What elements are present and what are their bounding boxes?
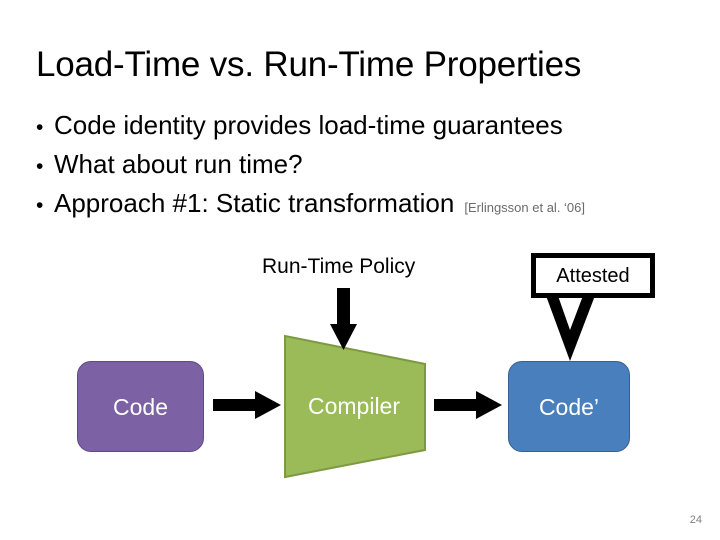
bullet-icon: • xyxy=(36,155,44,178)
list-item: • Approach #1: Static transformation [Er… xyxy=(30,184,710,223)
callout-attested-label: Attested xyxy=(556,264,630,287)
compiler-trapezoid xyxy=(284,334,426,479)
bullet-text: What about run time? xyxy=(54,149,303,179)
list-item: • Code identity provides load-time guara… xyxy=(30,106,710,145)
bullet-icon: • xyxy=(36,194,44,217)
node-code-label: Code xyxy=(113,393,168,420)
run-time-policy-label: Run-Time Policy xyxy=(262,255,416,278)
arrow-code-to-compiler xyxy=(213,391,281,419)
bullet-icon: • xyxy=(36,116,44,139)
citation-reference: [Erlingsson et al. ‘06] xyxy=(464,200,586,215)
node-codeprime-label: Code’ xyxy=(538,393,600,420)
callout-attested[interactable]: Attested xyxy=(531,253,655,298)
node-compiler-label: Compiler xyxy=(307,393,401,419)
arrow-policy-to-compiler xyxy=(330,288,357,350)
bullet-list: • Code identity provides load-time guara… xyxy=(30,106,710,223)
list-item: • What about run time? xyxy=(30,145,710,184)
node-compiler[interactable]: Compiler xyxy=(280,330,432,482)
node-code[interactable]: Code xyxy=(77,361,204,452)
page-number: 24 xyxy=(689,514,702,526)
callout-tail xyxy=(545,293,596,361)
bullet-text: Approach #1: Static transformation xyxy=(54,188,455,218)
node-codeprime[interactable]: Code’ xyxy=(508,361,630,452)
arrow-compiler-to-codeprime xyxy=(434,391,502,419)
bullet-text: Code identity provides load-time guarant… xyxy=(54,110,563,140)
page-title: Load-Time vs. Run-Time Properties xyxy=(36,45,582,84)
